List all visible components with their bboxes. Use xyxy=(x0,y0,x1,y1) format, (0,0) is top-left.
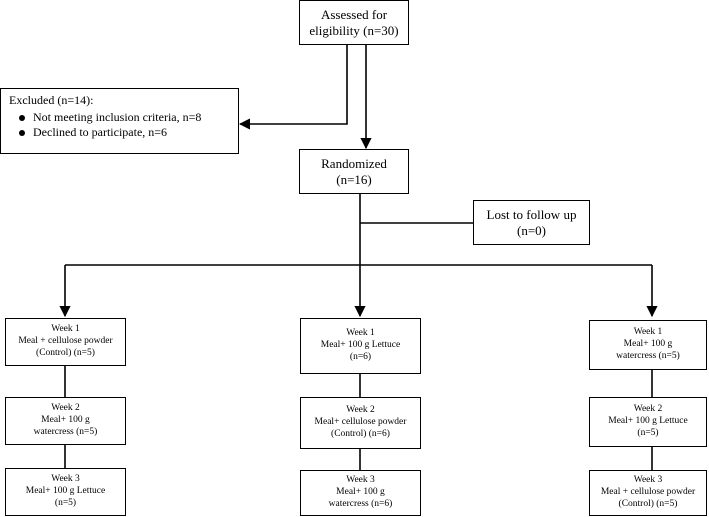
excluded-item: Not meeting inclusion criteria, n=8 xyxy=(19,110,201,125)
excluded-list: Not meeting inclusion criteria, n=8 Decl… xyxy=(9,110,201,140)
arm1-week1-box: Week 1 Meal + cellulose powder (Control)… xyxy=(5,318,126,366)
week-label: Week 3 xyxy=(633,475,663,486)
week-line: (Control) (n=5) xyxy=(618,498,678,509)
week-line: Meal+ 100 g xyxy=(336,487,385,498)
week-line: Meal+ 100 g xyxy=(41,415,90,426)
arm3-week3-box: Week 3 Meal + cellulose powder (Control)… xyxy=(589,470,707,516)
week-line: (n=5) xyxy=(637,427,659,438)
week-line: (Control) (n=6) xyxy=(331,428,390,439)
week-line: watercress (n=5) xyxy=(616,350,680,361)
arm1-week3-box: Week 3 Meal+ 100 g Lettuce (n=5) xyxy=(5,468,126,516)
week-label: Week 1 xyxy=(633,327,663,338)
week-line: Meal+ 100 g Lettuce xyxy=(25,486,106,497)
bullet-icon xyxy=(19,114,25,121)
excluded-box: Excluded (n=14): Not meeting inclusion c… xyxy=(0,88,239,154)
week-line: (n=5) xyxy=(54,497,77,508)
arm2-week1-box: Week 1 Meal+ 100 g Lettuce (n=6) xyxy=(300,318,421,374)
week-line: watercress (n=6) xyxy=(328,498,393,509)
randomized-line2: (n=16) xyxy=(336,171,372,187)
lost-box: Lost to follow up (n=0) xyxy=(473,200,590,245)
week-line: Meal + cellulose powder xyxy=(600,487,696,498)
excluded-item: Declined to participate, n=6 xyxy=(19,125,201,140)
arm2-week2-box: Week 2 Meal+ cellulose powder (Control) … xyxy=(300,397,421,449)
assessed-line2: eligibility (n=30) xyxy=(309,22,399,38)
week-line: Meal + cellulose powder xyxy=(18,336,113,347)
week-label: Week 1 xyxy=(346,328,375,339)
week-line: Meal+ 100 g Lettuce xyxy=(320,340,401,351)
randomized-box: Randomized (n=16) xyxy=(299,149,409,194)
lost-line2: (n=0) xyxy=(517,222,546,238)
assessed-box: Assessed for eligibility (n=30) xyxy=(299,0,409,45)
week-label: Week 2 xyxy=(633,404,663,415)
week-line: Meal+ 100 g Lettuce xyxy=(608,416,688,427)
arm1-week2-box: Week 2 Meal+ 100 g watercress (n=5) xyxy=(5,397,126,445)
week-line: Meal+ 100 g xyxy=(623,339,673,350)
excluded-connector xyxy=(238,44,348,130)
randomized-line1: Randomized xyxy=(321,155,387,171)
week-label: Week 1 xyxy=(51,324,80,335)
arm3-week2-box: Week 2 Meal+ 100 g Lettuce (n=5) xyxy=(589,397,707,447)
week-line: Meal+ cellulose powder xyxy=(314,417,407,428)
lost-line1: Lost to follow up xyxy=(486,206,577,222)
week-label: Week 3 xyxy=(346,475,375,486)
week-line: watercress (n=5) xyxy=(33,426,98,437)
week-line: (n=6) xyxy=(349,351,372,362)
week-label: Week 3 xyxy=(51,474,80,485)
week-label: Week 2 xyxy=(51,403,80,414)
arm3-week1-box: Week 1 Meal+ 100 g watercress (n=5) xyxy=(589,320,707,370)
bullet-icon xyxy=(19,129,25,136)
assessed-line1: Assessed for xyxy=(320,6,388,22)
arm2-week3-box: Week 3 Meal+ 100 g watercress (n=6) xyxy=(300,470,421,516)
excluded-title: Excluded (n=14): xyxy=(9,93,94,107)
week-line: (Control) (n=5) xyxy=(36,347,95,358)
week-label: Week 2 xyxy=(346,405,375,416)
